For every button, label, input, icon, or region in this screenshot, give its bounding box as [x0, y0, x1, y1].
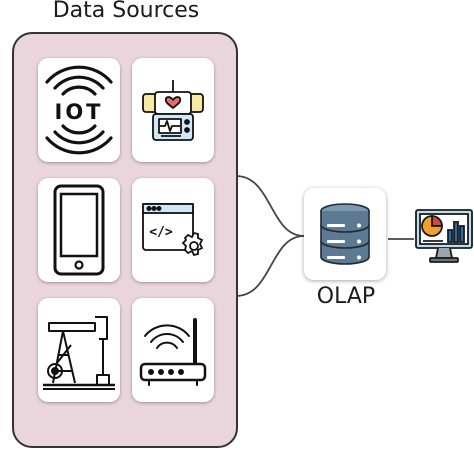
iot-text: IOT — [55, 100, 104, 124]
source-tile-medical — [132, 58, 214, 162]
code-settings-icon: </> — [142, 203, 204, 257]
iot-signal-icon: IOT — [45, 65, 113, 155]
analytics-monitor-icon — [415, 209, 473, 263]
smartphone-icon — [53, 184, 105, 276]
source-tile-iot: IOT — [38, 58, 120, 162]
olap-label: OLAP — [316, 284, 376, 309]
oil-pumpjack-icon — [43, 316, 115, 390]
medical-device-icon — [142, 80, 204, 141]
data-sources-title: Data Sources — [52, 0, 200, 23]
analytics-monitor — [414, 208, 474, 270]
code-text: </> — [149, 225, 173, 240]
source-tile-router — [132, 298, 214, 402]
connector-bottom — [235, 235, 305, 297]
source-tile-code: </> — [132, 178, 214, 282]
connector-top — [235, 175, 305, 237]
wifi-router-icon — [139, 318, 207, 386]
olap-box — [304, 188, 386, 280]
source-tile-smartphone — [38, 178, 120, 282]
source-tile-pumpjack — [38, 298, 120, 402]
database-icon — [320, 203, 370, 265]
